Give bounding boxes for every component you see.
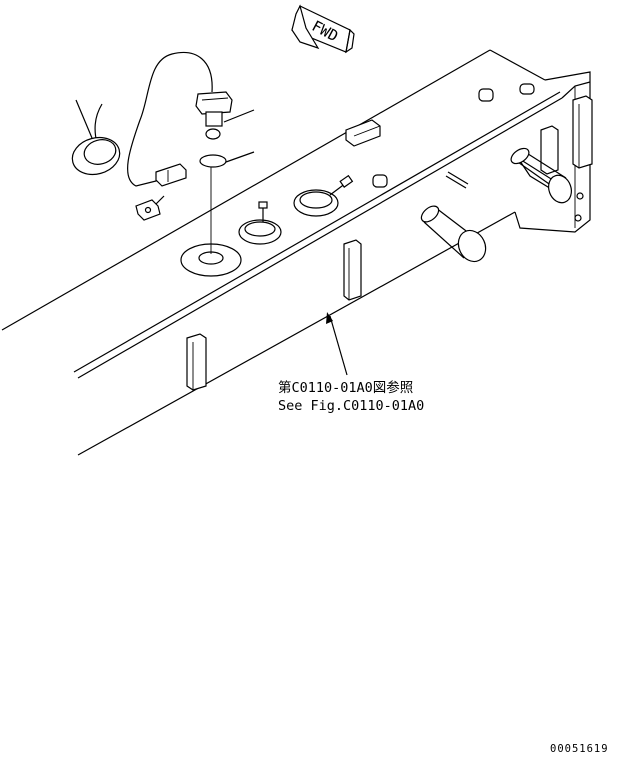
reference-note-jp: 第C0110-01A0図参照 (278, 379, 413, 396)
fwd-arrow: FWD (291, 4, 355, 54)
cup-fittings (238, 174, 354, 245)
cylinder-bosses (345, 83, 572, 263)
drain-plug-assembly (71, 52, 242, 277)
leader-lines (75, 99, 348, 376)
reference-note-en: See Fig.C0110-01A0 (278, 398, 424, 414)
drawing-number: 00051619 (550, 743, 609, 755)
mounting-tabs (186, 95, 593, 391)
frame-rail (1, 49, 591, 456)
